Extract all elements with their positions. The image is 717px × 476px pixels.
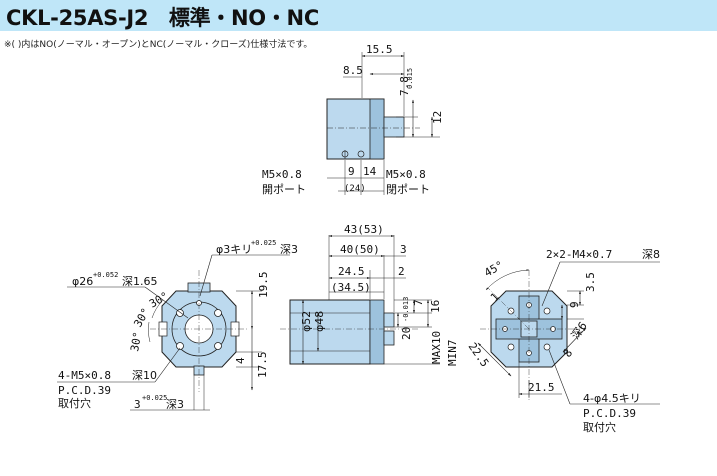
dim-21-5: 21.5	[528, 381, 555, 394]
dim-34-5: (34.5)	[331, 281, 371, 294]
top-view	[326, 52, 440, 195]
max10: MAX10	[430, 331, 443, 364]
dim-7: 7	[412, 299, 425, 306]
right-mount: 取付穴	[583, 420, 616, 434]
angle-30-c: 30°	[128, 331, 144, 353]
tap-2x2-depth: 深8	[642, 248, 660, 261]
right-port-label: 閉ポート	[386, 183, 430, 196]
left-mount: 取付穴	[58, 396, 91, 410]
left-pcd: P.C.D.39	[58, 384, 111, 397]
dim-3: 3	[400, 243, 407, 256]
dia-52: φ52	[300, 311, 313, 332]
tap-holes: 4-M5×0.8	[58, 369, 111, 382]
dia-48: φ48	[313, 311, 326, 332]
dim-2: 2	[398, 265, 405, 278]
dim-16: 16	[429, 300, 442, 313]
top-jaw	[369, 98, 385, 160]
right-pcd: P.C.D.39	[583, 407, 636, 420]
tap-holes-depth: 深10	[132, 369, 157, 382]
min7: MIN7	[446, 340, 459, 367]
dim-43: 43(53)	[344, 223, 384, 236]
middle-view	[280, 234, 440, 365]
dim-2-0-tol: -0.013	[402, 297, 410, 322]
dim-17-5: 17.5	[256, 352, 269, 379]
angle-45: 45°	[482, 258, 506, 279]
tap-depth: 深3	[280, 243, 298, 256]
dim-7-8-tol: 0.015	[406, 68, 414, 89]
dim-4: 4	[234, 357, 247, 364]
right-port-thread: M5×0.8	[386, 168, 426, 181]
dim-24-5: 24.5	[338, 265, 365, 278]
tap-2x2: 2×2-M4×0.7	[546, 248, 612, 261]
dim-7-8: 7.8	[398, 76, 411, 96]
bore-depth: 深1.65	[122, 275, 158, 288]
page-title: CKL-25AS-J2 標準・NO・NC	[6, 6, 319, 30]
left-port-label: 開ポート	[262, 183, 306, 196]
left-port-thread: M5×0.8	[262, 168, 302, 181]
angle-30-a: 30°	[131, 306, 152, 330]
dim-8-5: 8.5	[343, 64, 363, 77]
title-bar: CKL-25AS-J2 標準・NO・NC	[0, 0, 717, 31]
spec-note: ※( )内はNO(ノーマル・オープン)とNC(ノーマル・クローズ)仕様寸法です。	[4, 40, 313, 50]
dim-14: 14	[363, 165, 377, 178]
dim-24: (24)	[344, 184, 366, 194]
dim-2-0: 20	[400, 327, 413, 340]
dim-6-depth: 深6	[569, 320, 590, 342]
dim-12: 12	[431, 111, 444, 124]
bore-tol: +0.052	[93, 271, 118, 279]
dim-9: 9	[348, 165, 355, 178]
dim-40: 40(50)	[340, 243, 380, 256]
tap-tol: +0.025	[251, 239, 276, 247]
tap-label: φ3キリ	[216, 243, 252, 256]
dim-22-5: 22.5	[466, 340, 492, 369]
bottom-pin: 3	[134, 398, 141, 411]
bore-label: φ26	[72, 275, 93, 288]
right-holes: 4-φ4.5キリ	[583, 392, 641, 405]
bottom-pin-depth: 深3	[166, 398, 184, 411]
dim-3-5: 3.5	[584, 272, 597, 292]
dim-8: 8	[561, 347, 575, 360]
left-view	[57, 254, 290, 411]
bottom-pin-tol: +0.025	[142, 394, 167, 402]
dim-9-right: 9	[568, 301, 581, 308]
right-view	[477, 261, 660, 405]
dim-15-5: 15.5	[366, 43, 393, 56]
dim-19-5: 19.5	[257, 272, 270, 299]
top-piston	[383, 116, 405, 138]
